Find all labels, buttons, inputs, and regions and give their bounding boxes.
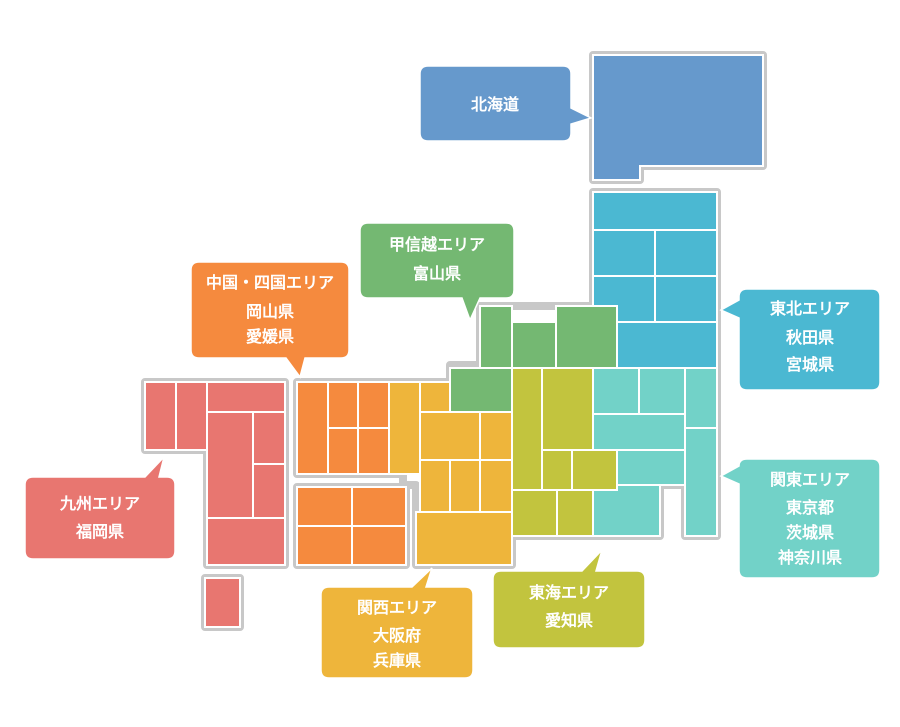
callout-hokkaido-bubble <box>419 65 594 142</box>
callout-koshinetsu-bubble <box>359 222 515 322</box>
callout-tohoku[interactable]: 東北エリア 秋田県 宮城県 <box>719 288 881 391</box>
callout-kyushu-bubble <box>24 454 176 560</box>
pref-kagoshima[interactable] <box>206 517 286 566</box>
pref-kochi[interactable] <box>296 525 353 566</box>
pref-kanagawa[interactable] <box>592 484 661 537</box>
callout-koshinetsu-line-1: 甲信越エリア <box>389 235 485 254</box>
pref-iwate[interactable] <box>654 229 718 277</box>
pref-aichi[interactable] <box>511 489 558 537</box>
callout-tohoku-line-1: 東北エリア <box>770 299 850 318</box>
pref-wakayama[interactable] <box>449 459 481 513</box>
callout-hokkaido-line-1: 北海道 <box>471 95 519 114</box>
callout-tohoku-line-3: 宮城県 <box>786 355 834 374</box>
pref-mie[interactable] <box>541 449 573 491</box>
callout-tokai-bubble <box>492 549 646 649</box>
pref-toyama[interactable] <box>511 321 557 369</box>
callout-koshinetsu[interactable]: 甲信越エリア 富山県 <box>359 222 515 322</box>
pref-tottori[interactable] <box>357 381 390 429</box>
callout-tokai-line-1: 東海エリア <box>529 583 609 602</box>
pref-hiroshima[interactable] <box>327 427 359 475</box>
callout-tokai[interactable]: 東海エリア 愛知県 <box>492 549 646 649</box>
pref-yamaguchi[interactable] <box>296 381 329 475</box>
pref-oita[interactable] <box>252 411 286 465</box>
callout-kanto-line-1: 関東エリア <box>770 470 850 489</box>
pref-tochigi[interactable] <box>638 367 686 415</box>
callout-tohoku-bubble <box>719 288 881 391</box>
pref-hyogo[interactable] <box>388 381 421 475</box>
pref-kagawa[interactable] <box>351 486 407 527</box>
chugoku-prefectures <box>296 381 390 475</box>
pref-kansai-south[interactable] <box>479 459 513 513</box>
hokkaido-prefectures <box>592 54 764 181</box>
callout-kyushu[interactable]: 九州エリア 福岡県 <box>24 454 176 560</box>
callout-kansai-line-3: 兵庫県 <box>373 651 421 670</box>
pref-miyagi[interactable] <box>654 275 718 323</box>
pref-tokyo[interactable] <box>616 449 686 486</box>
callout-hokkaido[interactable]: 北海道 <box>419 65 594 142</box>
pref-shizuoka[interactable] <box>556 489 594 537</box>
pref-fukushima[interactable] <box>616 321 718 369</box>
callout-chugoku-shikoku-line-1: 中国・四国エリア <box>206 273 334 292</box>
callout-tohoku-line-2: 秋田県 <box>786 328 834 347</box>
pref-hokkaido[interactable] <box>592 54 764 181</box>
callout-kanto-line-4: 神奈川県 <box>778 548 842 567</box>
callout-chugoku-shikoku-line-3: 愛媛県 <box>246 327 294 346</box>
pref-kansai-bottom[interactable] <box>415 511 513 566</box>
pref-gunma[interactable] <box>592 367 640 415</box>
pref-shiga[interactable] <box>419 411 481 461</box>
callout-kanto-line-2: 東京都 <box>786 498 834 517</box>
callout-kansai-bubble <box>320 567 474 679</box>
pref-okinawa[interactable] <box>204 577 241 628</box>
pref-ibaraki[interactable] <box>684 367 718 429</box>
pref-kyoto[interactable] <box>419 381 451 413</box>
pref-niigata[interactable] <box>555 305 618 369</box>
pref-miyazaki[interactable] <box>252 463 286 519</box>
callout-chugoku-shikoku-line-2: 岡山県 <box>246 302 294 321</box>
callout-chugoku-shikoku[interactable]: 中国・四国エリア 岡山県 愛媛県 <box>190 261 350 379</box>
pref-chiba[interactable] <box>684 427 718 537</box>
callout-kanto[interactable]: 関東エリア 東京都 茨城県 神奈川県 <box>719 458 881 579</box>
pref-nara[interactable] <box>419 459 451 513</box>
pref-shimane[interactable] <box>327 381 359 429</box>
callout-chugoku-shikoku-bubble <box>190 261 350 379</box>
pref-fukuoka[interactable] <box>206 381 286 413</box>
pref-ehime[interactable] <box>296 486 353 527</box>
pref-saitama[interactable] <box>592 413 686 451</box>
pref-nagano[interactable] <box>541 367 594 451</box>
callout-kansai-line-2: 大阪府 <box>373 626 421 645</box>
callout-kansai-line-1: 関西エリア <box>357 598 437 617</box>
callout-kyushu-line-2: 福岡県 <box>75 522 124 541</box>
callout-kanto-line-3: 茨城県 <box>786 523 834 542</box>
callout-kansai[interactable]: 関西エリア 大阪府 兵庫県 <box>320 567 474 679</box>
pref-fukui[interactable] <box>449 367 513 413</box>
callout-tokai-line-2: 愛知県 <box>545 611 593 630</box>
koshinetsu-prefectures <box>449 305 618 413</box>
pref-akita[interactable] <box>592 229 656 277</box>
pref-kumamoto[interactable] <box>206 411 254 519</box>
pref-osaka[interactable] <box>479 411 513 461</box>
kyushu-prefectures <box>144 381 286 628</box>
kansai-prefectures <box>388 381 513 566</box>
callout-kanto-bubble <box>719 458 881 579</box>
callout-kyushu-line-1: 九州エリア <box>59 494 140 513</box>
pref-aomori[interactable] <box>592 191 718 231</box>
pref-gifu[interactable] <box>511 367 543 491</box>
tohoku-prefectures <box>592 191 718 369</box>
pref-ishikawa[interactable] <box>479 305 513 369</box>
pref-saga[interactable] <box>175 381 208 451</box>
pref-okayama[interactable] <box>357 427 390 475</box>
shikoku-prefectures <box>296 486 407 566</box>
pref-nagasaki[interactable] <box>144 381 177 451</box>
pref-tokushima[interactable] <box>351 525 407 566</box>
pref-yamanashi[interactable] <box>571 449 618 491</box>
callout-koshinetsu-line-2: 富山県 <box>413 264 461 283</box>
